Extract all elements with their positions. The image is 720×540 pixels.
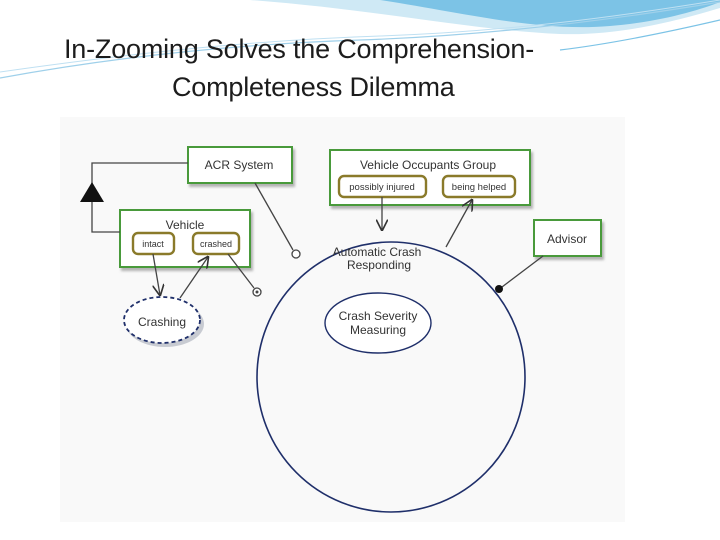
wave-band-main xyxy=(380,0,720,28)
link-output-crashed xyxy=(179,257,208,299)
object-acr-system xyxy=(187,146,293,184)
agent-link-dot xyxy=(495,285,503,293)
state-crashed xyxy=(191,231,241,256)
object-vehicle-label: Vehicle xyxy=(166,218,205,232)
wave-line-2 xyxy=(0,0,720,73)
process-crashing-label: Crashing xyxy=(138,315,186,329)
link-aggregation-vehicle xyxy=(91,202,120,233)
process-crash-severity-measuring-label-1: Crash Severity xyxy=(339,309,418,323)
state-intact-label: intact xyxy=(142,239,164,249)
object-vehicle-occupants-group-label: Vehicle Occupants Group xyxy=(360,158,496,172)
slide-title-line-1: In-Zooming Solves the Comprehension- xyxy=(64,34,535,64)
link-agent-advisor xyxy=(501,255,544,288)
slide-title-line-2: Completeness Dilemma xyxy=(172,72,455,102)
link-instrument-acr-system xyxy=(254,182,294,251)
state-crashed-label: crashed xyxy=(200,239,232,249)
object-advisor-label: Advisor xyxy=(547,232,587,246)
process-automatic-crash-responding xyxy=(256,241,526,513)
wave-line-3 xyxy=(559,19,720,51)
link-result-being-helped xyxy=(445,200,472,248)
process-automatic-crash-responding-label-1: Automatic Crash xyxy=(333,245,422,259)
process-crash-severity-measuring xyxy=(324,292,432,354)
header-wave-decoration xyxy=(0,0,720,79)
link-aggregation-acr-top xyxy=(91,162,188,184)
process-crashing xyxy=(123,296,201,344)
process-automatic-crash-responding-label-2: Responding xyxy=(347,258,411,272)
instrument-link-circle xyxy=(291,249,301,259)
wave-line-1 xyxy=(0,1,720,79)
state-being-helped xyxy=(441,174,517,199)
link-condition-crashed xyxy=(227,253,255,289)
state-being-helped-label: being helped xyxy=(452,182,506,193)
object-advisor xyxy=(533,219,602,257)
object-acr-system-label: ACR System xyxy=(205,158,274,172)
state-possibly-injured-label: possibly injured xyxy=(349,182,414,193)
condition-link-dot xyxy=(255,290,259,294)
process-crash-severity-measuring-label-2: Measuring xyxy=(350,323,406,337)
link-input-intact xyxy=(152,253,160,295)
aggregation-triangle-icon xyxy=(80,182,104,202)
